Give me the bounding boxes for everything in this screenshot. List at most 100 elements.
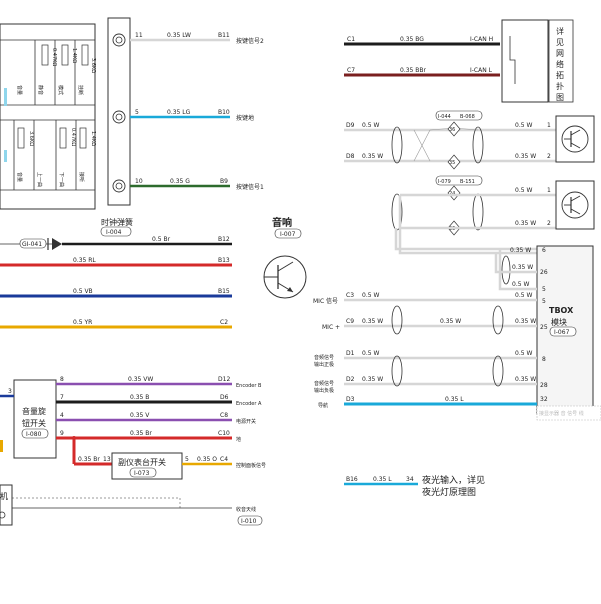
top-label-mode: 模式	[57, 85, 64, 95]
lr-spec-1: 0.5 Br	[152, 236, 171, 243]
bottom-label-4: 接听	[78, 172, 85, 182]
cs-pin-3: 10	[135, 178, 143, 185]
can-note-3: 网	[556, 49, 564, 58]
mic-signal-2: MIC +	[322, 324, 340, 331]
can-note-5: 拓	[556, 70, 564, 80]
spk-rspec-2: 0.35 W	[515, 153, 536, 160]
can-note-4: 络	[556, 59, 564, 69]
spk-code-b: B-068	[460, 114, 475, 120]
vk-pin-3: 4	[60, 412, 64, 419]
tbox-code: I-067	[554, 329, 570, 336]
spk-mid-code-a: I-079	[438, 179, 451, 185]
speaker-icon	[561, 191, 589, 219]
speaker-unit: 音响 I-007	[263, 216, 307, 299]
spk-low-spec-1: 0.5 W	[515, 187, 532, 194]
vk-conn-4: C10	[218, 430, 230, 437]
vk-spec-1: 0.35 VW	[128, 376, 153, 383]
tbox-top-spec-2: 0.35 W	[512, 264, 533, 271]
audio-signal-1b: 输出正极	[314, 361, 334, 368]
can-spec-1: 0.35 BG	[400, 36, 424, 43]
nl-spec: 0.35 L	[373, 476, 392, 483]
nav-spec: 0.35 L	[445, 396, 464, 403]
audio-conn-1: D1	[346, 350, 355, 357]
splice-36: 36	[449, 127, 455, 133]
vk-signal-1: Encoder B	[236, 383, 262, 389]
audio-rspec-2: 0.35 W	[515, 376, 536, 383]
nav-conn: D3	[346, 396, 355, 403]
audio-signal-2b: 输出负极	[314, 387, 334, 394]
audio-rspec-1: 0.5 W	[515, 350, 532, 357]
spk-conn-1: D9	[346, 122, 355, 129]
tbox-top-pin-2: 26	[540, 269, 548, 276]
lr-conn-3: B15	[218, 288, 230, 295]
vk-conn-3: C8	[220, 412, 228, 419]
lr-conn-1: B12	[218, 236, 230, 243]
top-resistor-3: 3.6KΩ	[90, 58, 96, 73]
nl-pin: 34	[406, 476, 414, 483]
spk-conn-2: D8	[346, 153, 355, 160]
vk-signal-3: 电源开关	[236, 418, 256, 425]
bottom-label-1: 音量	[16, 172, 23, 182]
aux-label: 副仪表台开关	[118, 457, 166, 467]
tbox-top-pin-1: 6	[542, 247, 546, 254]
aux-left-pin: 13	[103, 456, 111, 463]
aux-right-pin: 5	[185, 456, 189, 463]
can-conn-2: C7	[347, 67, 355, 74]
spk-low-pin-2: 2	[547, 220, 551, 227]
steering-switch-panel: 0.47KΩ 1.4KΩ 3.6KΩ 静音 模式 挂断 音量 3.6KΩ 0.4…	[0, 23, 96, 210]
audio-conn-2: D2	[346, 376, 355, 383]
bottom-resistor-2: 0.47KΩ	[70, 128, 76, 146]
mic-signal-1: MIC 信号	[313, 297, 338, 305]
cs-pin-2: 5	[135, 109, 139, 116]
nav-signal: 导航	[318, 402, 328, 409]
tbox-module: TBOX 模块 I-067 0.35 W 6 0.35 W 26 0.5 W 5…	[313, 245, 601, 421]
audio-pin-2: 28	[540, 382, 548, 389]
aux-signal: 控制面板信号	[236, 462, 266, 469]
mic-rspec-2: 0.35 W	[515, 318, 536, 325]
nav-pin: 32	[540, 396, 548, 403]
right-speaker-wiring: D9 0.5 W 0.5 W 1 D8 0.35 W 0.35 W 2 I-04…	[344, 110, 595, 255]
vk-spec-3: 0.35 V	[130, 412, 150, 419]
antenna-code: I-010	[241, 518, 257, 525]
antenna-label: 收音天线	[236, 506, 256, 513]
spk-pin-1: 1	[547, 122, 551, 129]
top-label-mute: 静音	[37, 85, 44, 95]
vk-pin-4: 9	[60, 430, 64, 437]
cs-signal-1: 按键信号2	[236, 37, 264, 45]
mic-conn-2: C9	[346, 318, 354, 325]
vk-code: I-080	[26, 431, 42, 438]
lr-spec-2: 0.35 RL	[73, 257, 96, 264]
vk-left-pin: 3	[8, 388, 12, 395]
speaker-code: I-007	[280, 231, 296, 238]
mic-spec-1: 0.5 W	[362, 292, 379, 299]
audio-signal-2a: 音频信号	[314, 380, 334, 387]
audio-spec-1: 0.5 W	[362, 350, 379, 357]
bottom-resistor-3: 1.4KΩ	[90, 131, 96, 146]
lr-spec-3: 0.5 VB	[73, 288, 93, 295]
radio-antenna: 机 收音天线 I-010	[0, 484, 263, 526]
cs-spec-3: 0.35 G	[170, 178, 190, 185]
vk-pin-2: 7	[60, 394, 64, 401]
spk-low-pin-1: 1	[547, 187, 551, 194]
cs-signal-3: 按键信号1	[236, 183, 264, 191]
clock-spring-label: 时钟弹簧	[101, 217, 133, 227]
cs-conn-3: B9	[220, 178, 228, 185]
diode-icon	[52, 238, 62, 250]
spk-mid-code-b: B-151	[460, 179, 475, 185]
bottom-label-2: 上一曲	[36, 172, 43, 187]
splice-35: 35	[449, 160, 455, 166]
mic-spec-2: 0.35 W	[362, 318, 383, 325]
can-note-7: 图	[556, 93, 564, 102]
cs-signal-2: 按键地	[236, 114, 254, 122]
can-conn-1: C1	[347, 36, 355, 43]
vk-spec-2: 0.35 B	[130, 394, 149, 401]
tbox-label-1: TBOX	[549, 306, 574, 315]
audio-pin-1: 8	[542, 356, 546, 363]
aux-console-switch: 副仪表台开关 I-073 0.35 Br 13 5 0.35 O C4 控制面板…	[78, 452, 266, 480]
lr-conn-2: B13	[218, 257, 230, 264]
top-resistor-2: 1.4KΩ	[71, 48, 77, 63]
spk-spec-1: 0.5 W	[362, 122, 379, 129]
can-name-2: I-CAN L	[470, 67, 493, 74]
speaker-icon	[561, 125, 589, 153]
clock-spring: 时钟弹簧 I-004 11 0.35 LW B11 按键信号2 5 0.35 L…	[100, 17, 264, 237]
